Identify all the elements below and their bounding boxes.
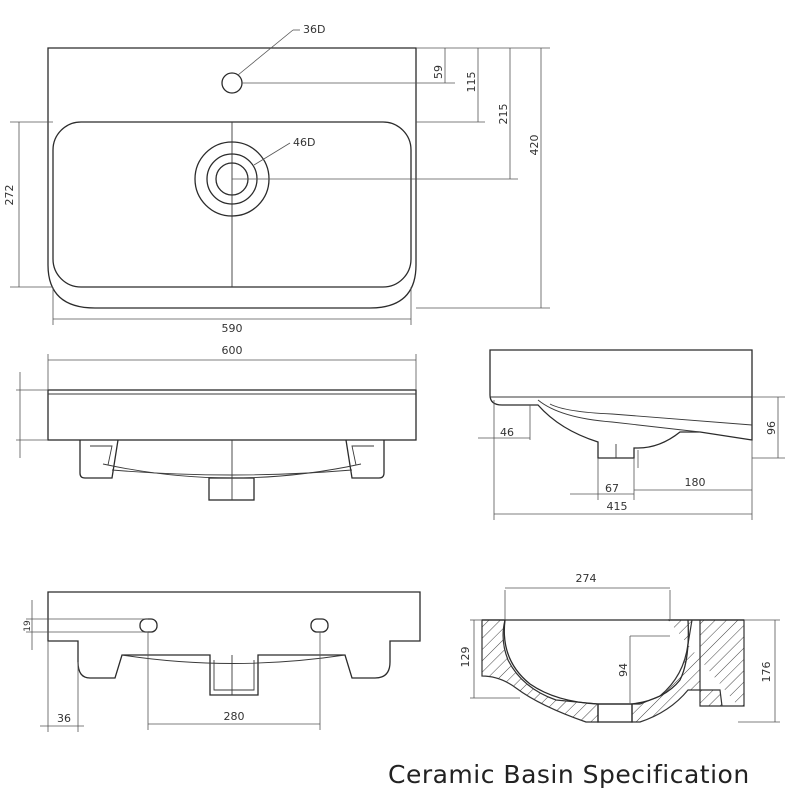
side-outline	[489, 349, 753, 459]
dim-280-label: 280	[224, 710, 245, 723]
rear-left-slot	[139, 618, 158, 633]
dim-129-label: 129	[459, 647, 472, 668]
tap-hole-label: 36D	[303, 23, 325, 36]
dim-274-label: 274	[576, 572, 597, 585]
top-view: 36D 46D 59 115 215 420 272 590	[3, 23, 550, 335]
dim-46-label: 46	[500, 426, 514, 439]
top-view-outline	[47, 47, 417, 309]
dim-small-label: 19	[23, 620, 33, 632]
front-right-leg	[345, 439, 385, 479]
tap-hole	[221, 72, 243, 94]
page-caption: Ceramic Basin Specification	[388, 760, 750, 789]
side-view: 46 96 67 180 415	[478, 349, 785, 520]
dim-96-label: 96	[765, 421, 778, 435]
dim-59-label: 59	[432, 65, 445, 79]
dim-67-label: 67	[605, 482, 619, 495]
front-waste	[208, 477, 255, 501]
section-left-wall	[481, 619, 599, 723]
dim-600-label: 600	[222, 344, 243, 357]
dim-94-label: 94	[617, 663, 630, 677]
dim-415-label: 415	[607, 500, 628, 513]
dim-115-label: 115	[465, 72, 478, 93]
front-view: 600	[16, 344, 417, 501]
dim-420-label: 420	[528, 135, 541, 156]
waste-hole-label: 46D	[293, 136, 315, 149]
dim-272-label: 272	[3, 185, 16, 206]
front-left-leg	[79, 439, 119, 479]
section-view: 274 129 94 176	[459, 572, 780, 723]
dim-36-label: 36	[57, 712, 71, 725]
dim-176-label: 176	[760, 662, 773, 683]
dim-215-label: 215	[497, 104, 510, 125]
rear-view: 19 36 280	[23, 591, 421, 732]
front-top-slab	[47, 389, 417, 441]
rear-outline	[47, 591, 421, 696]
dim-180-label: 180	[685, 476, 706, 489]
rear-right-slot	[310, 618, 329, 633]
dim-590-label: 590	[222, 322, 243, 335]
